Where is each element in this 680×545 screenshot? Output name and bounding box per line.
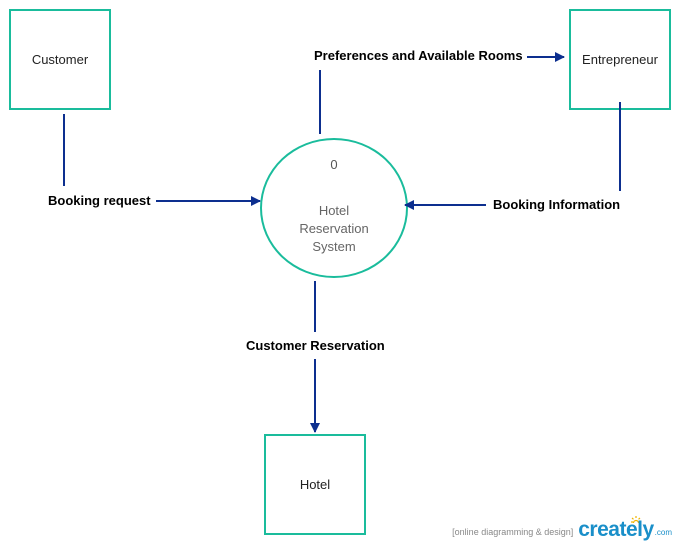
- flow-label-booking-information: Booking Information: [493, 197, 621, 212]
- process-name-line-3: System: [312, 239, 356, 254]
- flow-label-booking-request: Booking request: [48, 193, 151, 208]
- creately-sun-icon: [631, 516, 641, 524]
- entity-customer: Customer: [9, 9, 111, 110]
- flow-label-customer-reservation: Customer Reservation: [246, 338, 385, 353]
- footer-brand-logo: creately: [578, 518, 654, 541]
- flow-label-preferences: Preferences and Available Rooms: [314, 48, 523, 63]
- process-number: 0: [330, 157, 338, 172]
- footer-watermark: [online diagramming & design] creately .…: [452, 519, 672, 540]
- process-name: Hotel Reservation System: [262, 202, 406, 256]
- entity-customer-label: Customer: [31, 52, 89, 67]
- process-name-line-1: Hotel: [318, 203, 350, 218]
- process-hotel-reservation-system: 0 Hotel Reservation System: [260, 138, 408, 278]
- entity-entrepreneur-label: Entrepreneur: [582, 52, 658, 67]
- entity-hotel: Hotel: [264, 434, 366, 535]
- process-name-line-2: Reservation: [299, 221, 369, 236]
- entity-hotel-label: Hotel: [299, 477, 331, 492]
- footer-brand-suffix: .com: [654, 528, 672, 537]
- footer-tagline: [online diagramming & design]: [452, 527, 574, 537]
